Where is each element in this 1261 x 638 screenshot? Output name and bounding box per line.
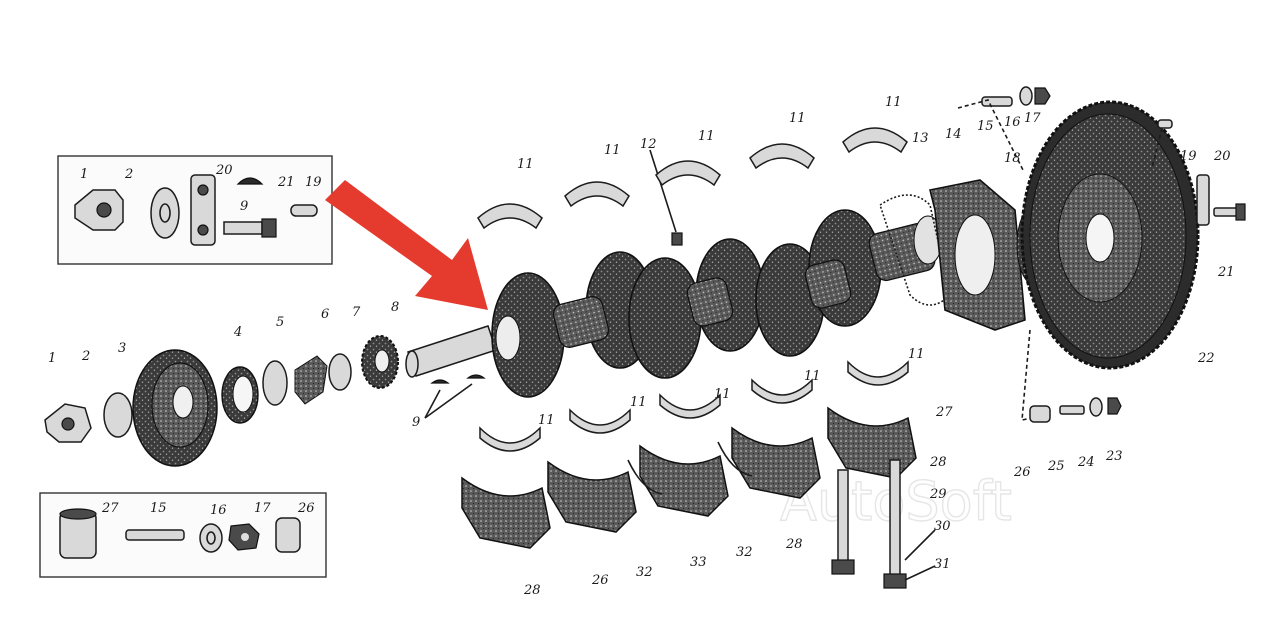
label: 19: [1180, 149, 1197, 164]
label: 9: [412, 415, 420, 430]
part-rear-stud: [981, 96, 1013, 107]
label: 32: [636, 565, 653, 580]
label: 28: [785, 537, 803, 552]
label: 26: [297, 501, 315, 516]
part-key-a: [430, 379, 450, 384]
label: 28: [523, 583, 541, 598]
label: 5: [276, 315, 284, 330]
part-washer-small: [199, 523, 223, 553]
part-key: [236, 177, 264, 185]
label: 8: [391, 300, 399, 315]
part-bearing-ring: [294, 355, 328, 405]
part-pin: [290, 204, 318, 217]
part-plug: [671, 232, 683, 246]
label: 23: [1105, 449, 1123, 464]
label: 11: [604, 143, 621, 158]
label: 11: [789, 111, 806, 126]
label: 26: [1013, 465, 1031, 480]
label: 28: [929, 455, 947, 470]
label: 11: [538, 413, 555, 428]
label: 3: [118, 341, 126, 356]
label: 11: [630, 395, 647, 410]
label: 4: [233, 325, 242, 340]
label: 9: [240, 199, 248, 214]
inset-bottom-box: 27 15 16 17 26: [39, 492, 327, 578]
crankshaft-nose: [407, 325, 497, 377]
rear-assembly: 13 14 15 16 17 18 19 20 21 22: [879, 86, 1246, 421]
label: 11: [885, 95, 902, 110]
label: 31: [934, 557, 951, 572]
label: 24: [1077, 455, 1095, 470]
label: 6: [321, 307, 329, 322]
part-key-b: [466, 374, 486, 379]
part-gasket: [879, 194, 951, 306]
label: 2: [124, 167, 133, 182]
label: 11: [714, 387, 731, 402]
label: 25: [1047, 459, 1065, 474]
part-bolt: [223, 221, 263, 235]
label: 30: [934, 519, 951, 534]
label: 14: [945, 127, 962, 142]
part-timing-gear: [361, 335, 399, 389]
label: 16: [210, 503, 227, 518]
part-spacer: [328, 353, 352, 391]
label: 12: [640, 137, 657, 152]
lower-bearing-shells: 11 11 11 11 11 27: [479, 347, 953, 452]
part-pulley: [132, 349, 218, 467]
label: 11: [517, 157, 534, 172]
label: 17: [1024, 111, 1041, 126]
label: 16: [1004, 115, 1021, 130]
label: 11: [698, 129, 715, 144]
label: 11: [804, 369, 821, 384]
label: 2: [81, 349, 90, 364]
part-washer: [150, 187, 180, 239]
crankshaft: [405, 149, 943, 398]
label: 27: [101, 501, 119, 516]
part-flywheel: [1020, 100, 1200, 370]
part-front-washer: [103, 392, 133, 438]
label: 1: [80, 167, 88, 182]
label: 1: [48, 351, 56, 366]
label: 33: [690, 555, 707, 570]
label: 15: [977, 119, 994, 134]
part-thrust-washer: [262, 360, 288, 406]
label: 32: [736, 545, 753, 560]
main-bearing-caps: 28 26 32 33 32 28 28 29 30 31: [461, 406, 951, 598]
label: 22: [1197, 351, 1215, 366]
upper-bearing-shells: 11 11 12 11 11 11: [477, 95, 908, 230]
label: 27: [935, 405, 953, 420]
label: 21: [1217, 265, 1235, 280]
label: 17: [254, 501, 271, 516]
label: 11: [908, 347, 925, 362]
part-stud: [125, 529, 185, 541]
label: 19: [305, 175, 322, 190]
label: 18: [1004, 151, 1021, 166]
label: 29: [929, 487, 947, 502]
inset-top-box: 1 2 20 9 21 19: [57, 155, 333, 265]
part-yoke: [74, 189, 124, 231]
label: 21: [277, 175, 295, 190]
flywheel-fasteners: 26 25 24 23: [1013, 397, 1123, 480]
label: 26: [591, 573, 609, 588]
label: 20: [215, 163, 233, 178]
pointer-arrow: [325, 180, 488, 310]
part-lock-plate: [190, 174, 216, 246]
front-assembly: 1 2 3 4 5 6 7 8 9: [44, 300, 486, 467]
label: 13: [912, 131, 929, 146]
part-sleeve: [275, 517, 301, 553]
label: 7: [352, 305, 361, 320]
label: 15: [150, 501, 167, 516]
label: 20: [1213, 149, 1231, 164]
